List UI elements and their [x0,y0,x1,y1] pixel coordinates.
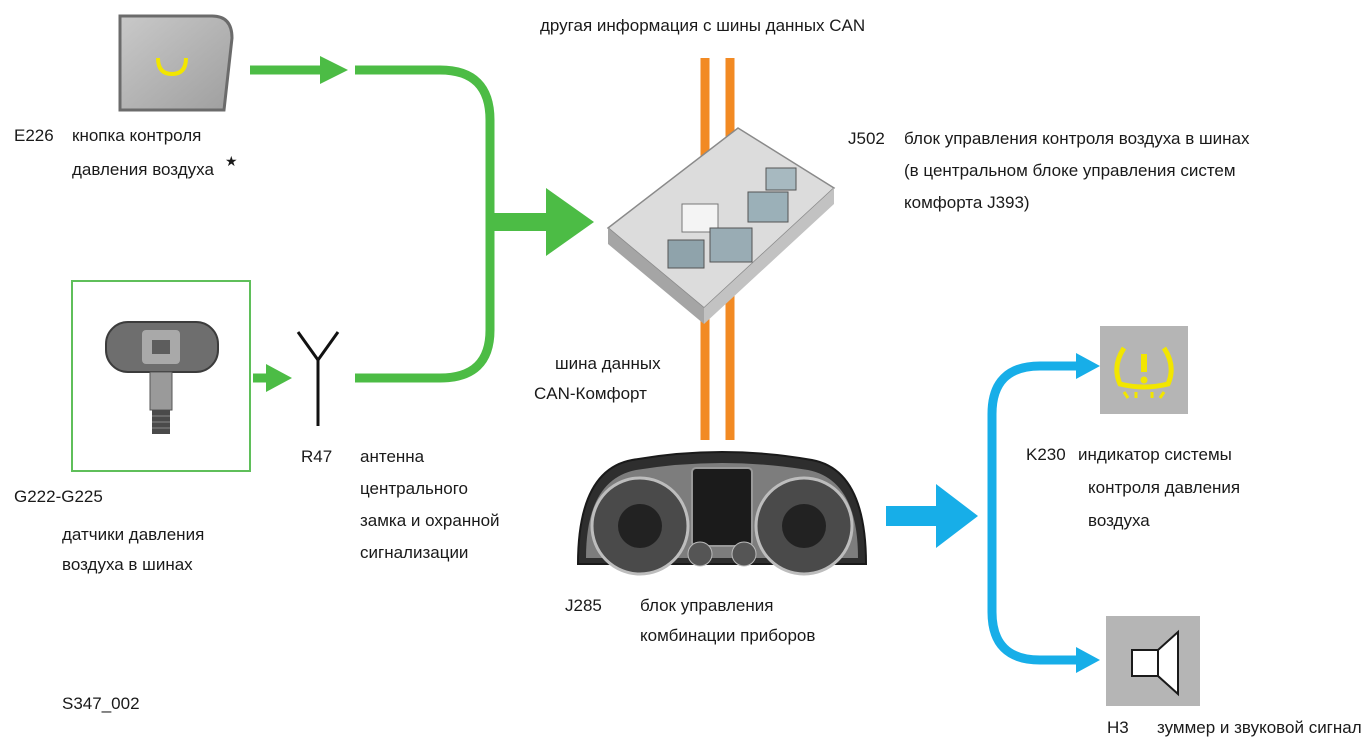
j502-line1: блок управления контроля воздуха в шинах [904,129,1250,148]
j502-line2: (в центральном блоке управления систем [904,161,1236,180]
tire-pressure-icon [156,57,188,77]
r47-code: R47 [301,447,333,466]
k230-indicator-image [1100,326,1188,414]
e226-button-image [118,14,234,112]
tire-pressure-sensor-image [105,321,219,434]
e226-code: E226 [14,126,54,145]
green-signal-arrows [250,56,594,392]
r47-line1: антенна [360,447,425,466]
j285-line2: комбинации приборов [640,626,816,645]
k230-line2: контроля давления [1088,478,1241,497]
instrument-cluster-image [576,451,868,576]
can-bus-label-1: шина данных [555,354,661,373]
k230-code: K230 [1026,445,1066,464]
figure-id: S347_002 [62,694,140,713]
g222-sensor-frame [71,280,251,472]
j502-control-unit-image [606,127,836,324]
h3-buzzer-image [1106,616,1200,706]
g222-code: G222-G225 [14,487,103,506]
can-bus-label-2: CAN-Комфорт [534,384,647,403]
j285-line1: блок управления [640,596,774,615]
j502-code: J502 [848,129,885,148]
e226-line2: давления воздуха [72,160,214,179]
e226-line1: кнопка контроля [72,126,202,145]
k230-line3: воздуха [1088,511,1150,530]
g222-line2: воздуха в шинах [62,555,193,574]
antenna-icon [296,331,340,426]
j285-code: J285 [565,596,602,615]
r47-line2: центрального [360,479,468,498]
r47-line4: сигнализации [360,543,469,562]
h3-line1: зуммер и звуковой сигнал [1157,718,1362,737]
k230-line1: индикатор системы [1078,445,1232,464]
speaker-icon [1131,629,1179,697]
g222-line1: датчики давления [62,525,205,544]
r47-line3: замка и охранной [360,511,500,530]
h3-code: H3 [1107,718,1129,737]
footnote-star: ★ [225,153,238,169]
j502-line3: комфорта J393) [904,193,1030,212]
can-other-info-label: другая информация с шины данных CAN [540,16,866,35]
tire-warning-icon [1114,346,1174,399]
blue-output-arrows [886,353,1100,673]
